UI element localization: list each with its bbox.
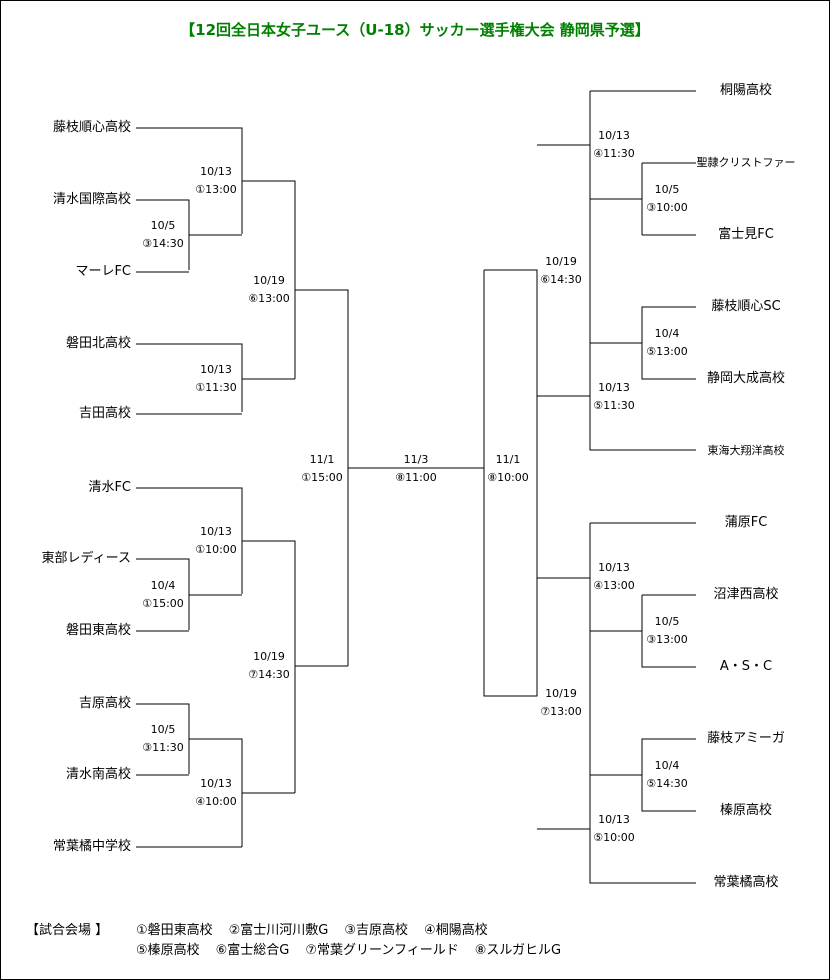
venue-item: ③吉原高校 [344, 923, 409, 938]
left-team: マーレFC [75, 264, 131, 279]
right-team: 沼津西高校 [713, 587, 779, 602]
left-team: 吉原高校 [78, 696, 131, 711]
venue-label: 【試合会場 】 [26, 923, 109, 938]
venue-item: ①磐田東高校 [136, 923, 213, 938]
right-team: A・S・C [719, 659, 773, 674]
venue-item: ⑦常葉グリーンフィールド [305, 943, 459, 958]
left-team: 磐田北高校 [65, 336, 131, 351]
right-team: 桐陽高校 [719, 83, 772, 98]
venue-item: ④桐陽高校 [424, 923, 488, 938]
left-team: 東部レディース [41, 551, 131, 566]
right-team: 藤枝アミーガ [707, 731, 785, 746]
right-team: 蒲原FC [724, 515, 768, 530]
page-title: 【12回全日本女子ユース（U-18）サッカー選手権大会 静岡県予選】 [180, 21, 650, 39]
left-team: 常葉橘中学校 [52, 839, 131, 854]
right-team: 聖隷クリストファー [696, 156, 796, 169]
right-team: 静岡大成高校 [706, 371, 785, 386]
left-team: 吉田高校 [78, 406, 131, 421]
right-team: 東海大翔洋高校 [707, 444, 785, 457]
right-team: 富士見FC [718, 227, 774, 242]
right-team: 榛原高校 [719, 803, 772, 818]
venue-item: ⑧スルガヒルG [474, 943, 562, 958]
left-team: 清水国際高校 [52, 192, 131, 207]
venue-legend: 【試合会場 】 ①磐田東高校 ②富士川河川敷G ③吉原高校 ④桐陽高校 ⑤榛原高校 ⑥富士… [26, 921, 577, 961]
left-team: 清水南高校 [65, 767, 131, 782]
right-team: 藤枝順心SC [711, 299, 781, 314]
right-team: 常葉橘高校 [713, 875, 779, 890]
venue-item: ②富士川河川敷G [228, 923, 329, 938]
venue-item: ⑥富士総合G [215, 943, 290, 958]
left-team: 清水FC [88, 480, 131, 495]
left-team: 藤枝順心高校 [52, 120, 131, 135]
left-team: 磐田東高校 [65, 623, 131, 638]
venue-item: ⑤榛原高校 [136, 943, 200, 958]
